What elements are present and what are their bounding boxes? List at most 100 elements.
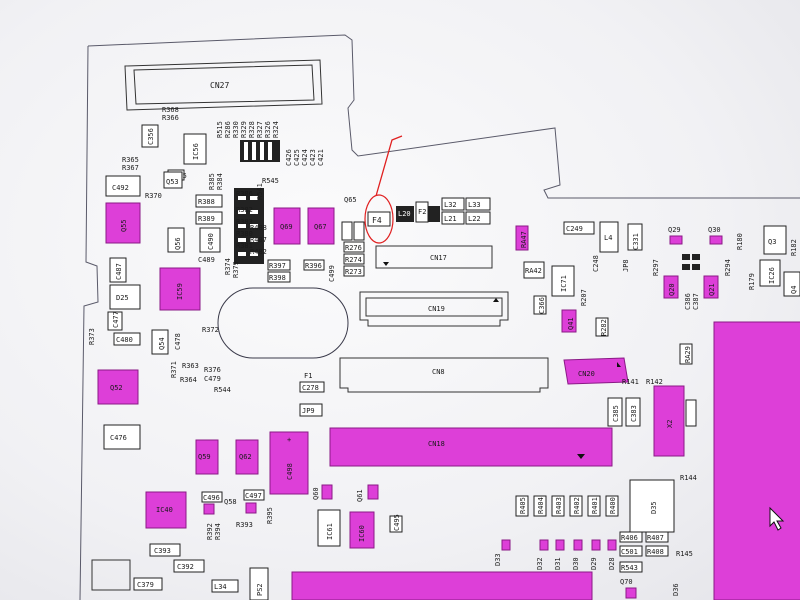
large-chip-right[interactable] bbox=[713, 321, 800, 600]
svg-text:D31: D31 bbox=[554, 557, 562, 570]
q58-cluster: C496 Q58 C497 R392 R394 R393 R395 bbox=[201, 489, 274, 540]
board-outline bbox=[87, 34, 800, 199]
svg-text:R515: R515 bbox=[216, 121, 224, 138]
misc-mid-right: C366 R207 Q41 R282 bbox=[533, 289, 609, 337]
chip-ic60[interactable]: IC60 bbox=[349, 511, 375, 549]
crystal-x2[interactable]: R141 R142 C385 C383 X2 bbox=[607, 378, 697, 457]
svg-text:D28: D28 bbox=[608, 557, 616, 570]
svg-text:Q41: Q41 bbox=[567, 317, 575, 330]
transistor-q55[interactable]: Q55 bbox=[105, 202, 141, 244]
svg-text:R398: R398 bbox=[269, 274, 286, 282]
connector-cn18[interactable]: CN18 bbox=[329, 427, 613, 467]
transistor-q52[interactable]: Q52 bbox=[97, 369, 139, 405]
svg-text:C479: C479 bbox=[204, 375, 221, 383]
svg-text:R406: R406 bbox=[621, 534, 638, 542]
svg-text:R273: R273 bbox=[345, 268, 362, 276]
svg-text:Q69: Q69 bbox=[280, 223, 293, 231]
svg-text:CN20: CN20 bbox=[578, 370, 595, 378]
svg-text:CN19: CN19 bbox=[428, 305, 445, 313]
svg-text:C501: C501 bbox=[621, 548, 638, 556]
svg-text:R376: R376 bbox=[204, 366, 221, 374]
svg-text:Q67: Q67 bbox=[314, 223, 327, 231]
fuse-f4[interactable]: F4 bbox=[367, 211, 391, 227]
transistor-q59[interactable]: Q59 bbox=[195, 439, 219, 475]
svg-text:IC60: IC60 bbox=[358, 525, 366, 542]
transistor-q69[interactable]: Q69 bbox=[273, 207, 301, 245]
chip-ic61[interactable]: IC61 bbox=[317, 509, 341, 547]
svg-text:CN18: CN18 bbox=[428, 440, 445, 448]
svg-text:D35: D35 bbox=[650, 501, 658, 514]
chip-ic59[interactable]: IC59 bbox=[159, 267, 201, 311]
svg-text:C387: C387 bbox=[692, 293, 700, 310]
svg-text:C385: C385 bbox=[612, 405, 620, 422]
resistor-array-ra29[interactable]: RA29 bbox=[679, 343, 693, 365]
jumper-jp9[interactable]: JP9 bbox=[299, 403, 323, 417]
svg-text:Q30: Q30 bbox=[708, 226, 721, 234]
connector-cn17[interactable]: CN17 bbox=[375, 245, 493, 269]
connector-cn20[interactable]: CN20 bbox=[563, 357, 629, 385]
annotation-arrow bbox=[375, 135, 403, 197]
transistor-q67[interactable]: Q67 bbox=[307, 207, 335, 245]
svg-text:PS2: PS2 bbox=[256, 583, 264, 596]
svg-text:R324: R324 bbox=[272, 121, 280, 138]
capacitor-c495[interactable]: C495 bbox=[389, 514, 403, 533]
diode-row: D33 D32 D31 D30 D29 D28 bbox=[494, 539, 617, 570]
svg-text:IC61: IC61 bbox=[326, 523, 334, 540]
capacitor-c476[interactable]: C476 bbox=[103, 424, 141, 450]
svg-text:R384: R384 bbox=[216, 173, 224, 190]
svg-text:R373: R373 bbox=[88, 328, 96, 345]
capacitor-c498[interactable]: C498 + bbox=[269, 431, 309, 495]
svg-text:C497: C497 bbox=[245, 492, 262, 500]
svg-text:R328: R328 bbox=[248, 121, 256, 138]
svg-text:F2: F2 bbox=[418, 208, 426, 216]
svg-text:R142: R142 bbox=[646, 378, 663, 386]
ra42[interactable]: RA42 bbox=[523, 261, 545, 279]
diode-d35[interactable]: D35 R144 R145 bbox=[629, 474, 697, 558]
svg-text:IC56: IC56 bbox=[192, 143, 200, 160]
svg-text:IC40: IC40 bbox=[156, 506, 173, 514]
connector-bottom[interactable] bbox=[291, 571, 593, 600]
svg-text:R488: R488 bbox=[250, 224, 267, 232]
svg-text:C383: C383 bbox=[630, 405, 638, 422]
cn27-label: CN27 bbox=[210, 81, 229, 90]
chip-ic40[interactable]: IC40 bbox=[145, 491, 187, 529]
svg-text:R145: R145 bbox=[676, 550, 693, 558]
q54-cluster: Q54 C478 R372 R363 R376 R364 C479 R544 R… bbox=[151, 326, 231, 394]
connector-cn19[interactable]: CN19 bbox=[359, 291, 509, 327]
svg-text:R282: R282 bbox=[600, 319, 608, 336]
chip-ic71[interactable]: IC71 bbox=[551, 265, 575, 297]
svg-text:C476: C476 bbox=[110, 434, 127, 442]
svg-text:Q21: Q21 bbox=[708, 283, 716, 296]
svg-text:R368: R368 bbox=[162, 106, 179, 114]
svg-text:R545: R545 bbox=[262, 177, 279, 185]
svg-text:Q65: Q65 bbox=[344, 196, 357, 204]
svg-text:R370: R370 bbox=[145, 192, 162, 200]
svg-text:R276: R276 bbox=[345, 244, 362, 252]
svg-text:D29: D29 bbox=[590, 557, 598, 570]
r40x-resistors: R405 R404 R403 R402 R401 R400 bbox=[515, 495, 619, 517]
svg-text:C490: C490 bbox=[207, 233, 215, 250]
svg-text:R543: R543 bbox=[621, 564, 638, 572]
fuse-f1[interactable]: F1 C278 bbox=[299, 372, 325, 393]
transistor-q60[interactable]: Q60 bbox=[312, 484, 333, 500]
svg-text:R487: R487 bbox=[250, 236, 267, 244]
svg-text:R381: R381 bbox=[236, 242, 253, 250]
svg-text:R294: R294 bbox=[724, 259, 732, 276]
connector-cn8[interactable]: CN8 bbox=[339, 357, 549, 393]
svg-text:R286: R286 bbox=[224, 121, 232, 138]
transistor-q61[interactable]: Q61 bbox=[356, 484, 379, 502]
svg-text:R389: R389 bbox=[198, 215, 215, 223]
svg-text:L20: L20 bbox=[398, 210, 411, 218]
transistor-q62[interactable]: Q62 bbox=[235, 439, 259, 475]
svg-text:R385: R385 bbox=[208, 173, 216, 190]
svg-text:R383: R383 bbox=[236, 218, 253, 226]
svg-text:R400: R400 bbox=[609, 497, 617, 514]
svg-text:R274: R274 bbox=[345, 256, 362, 264]
svg-text:Q59: Q59 bbox=[198, 453, 211, 461]
connector-cn27[interactable]: CN27 bbox=[124, 59, 323, 111]
svg-text:C249: C249 bbox=[566, 225, 583, 233]
ra47[interactable]: RA47 bbox=[515, 225, 529, 251]
svg-text:D30: D30 bbox=[572, 557, 580, 570]
svg-text:R392: R392 bbox=[206, 523, 214, 540]
